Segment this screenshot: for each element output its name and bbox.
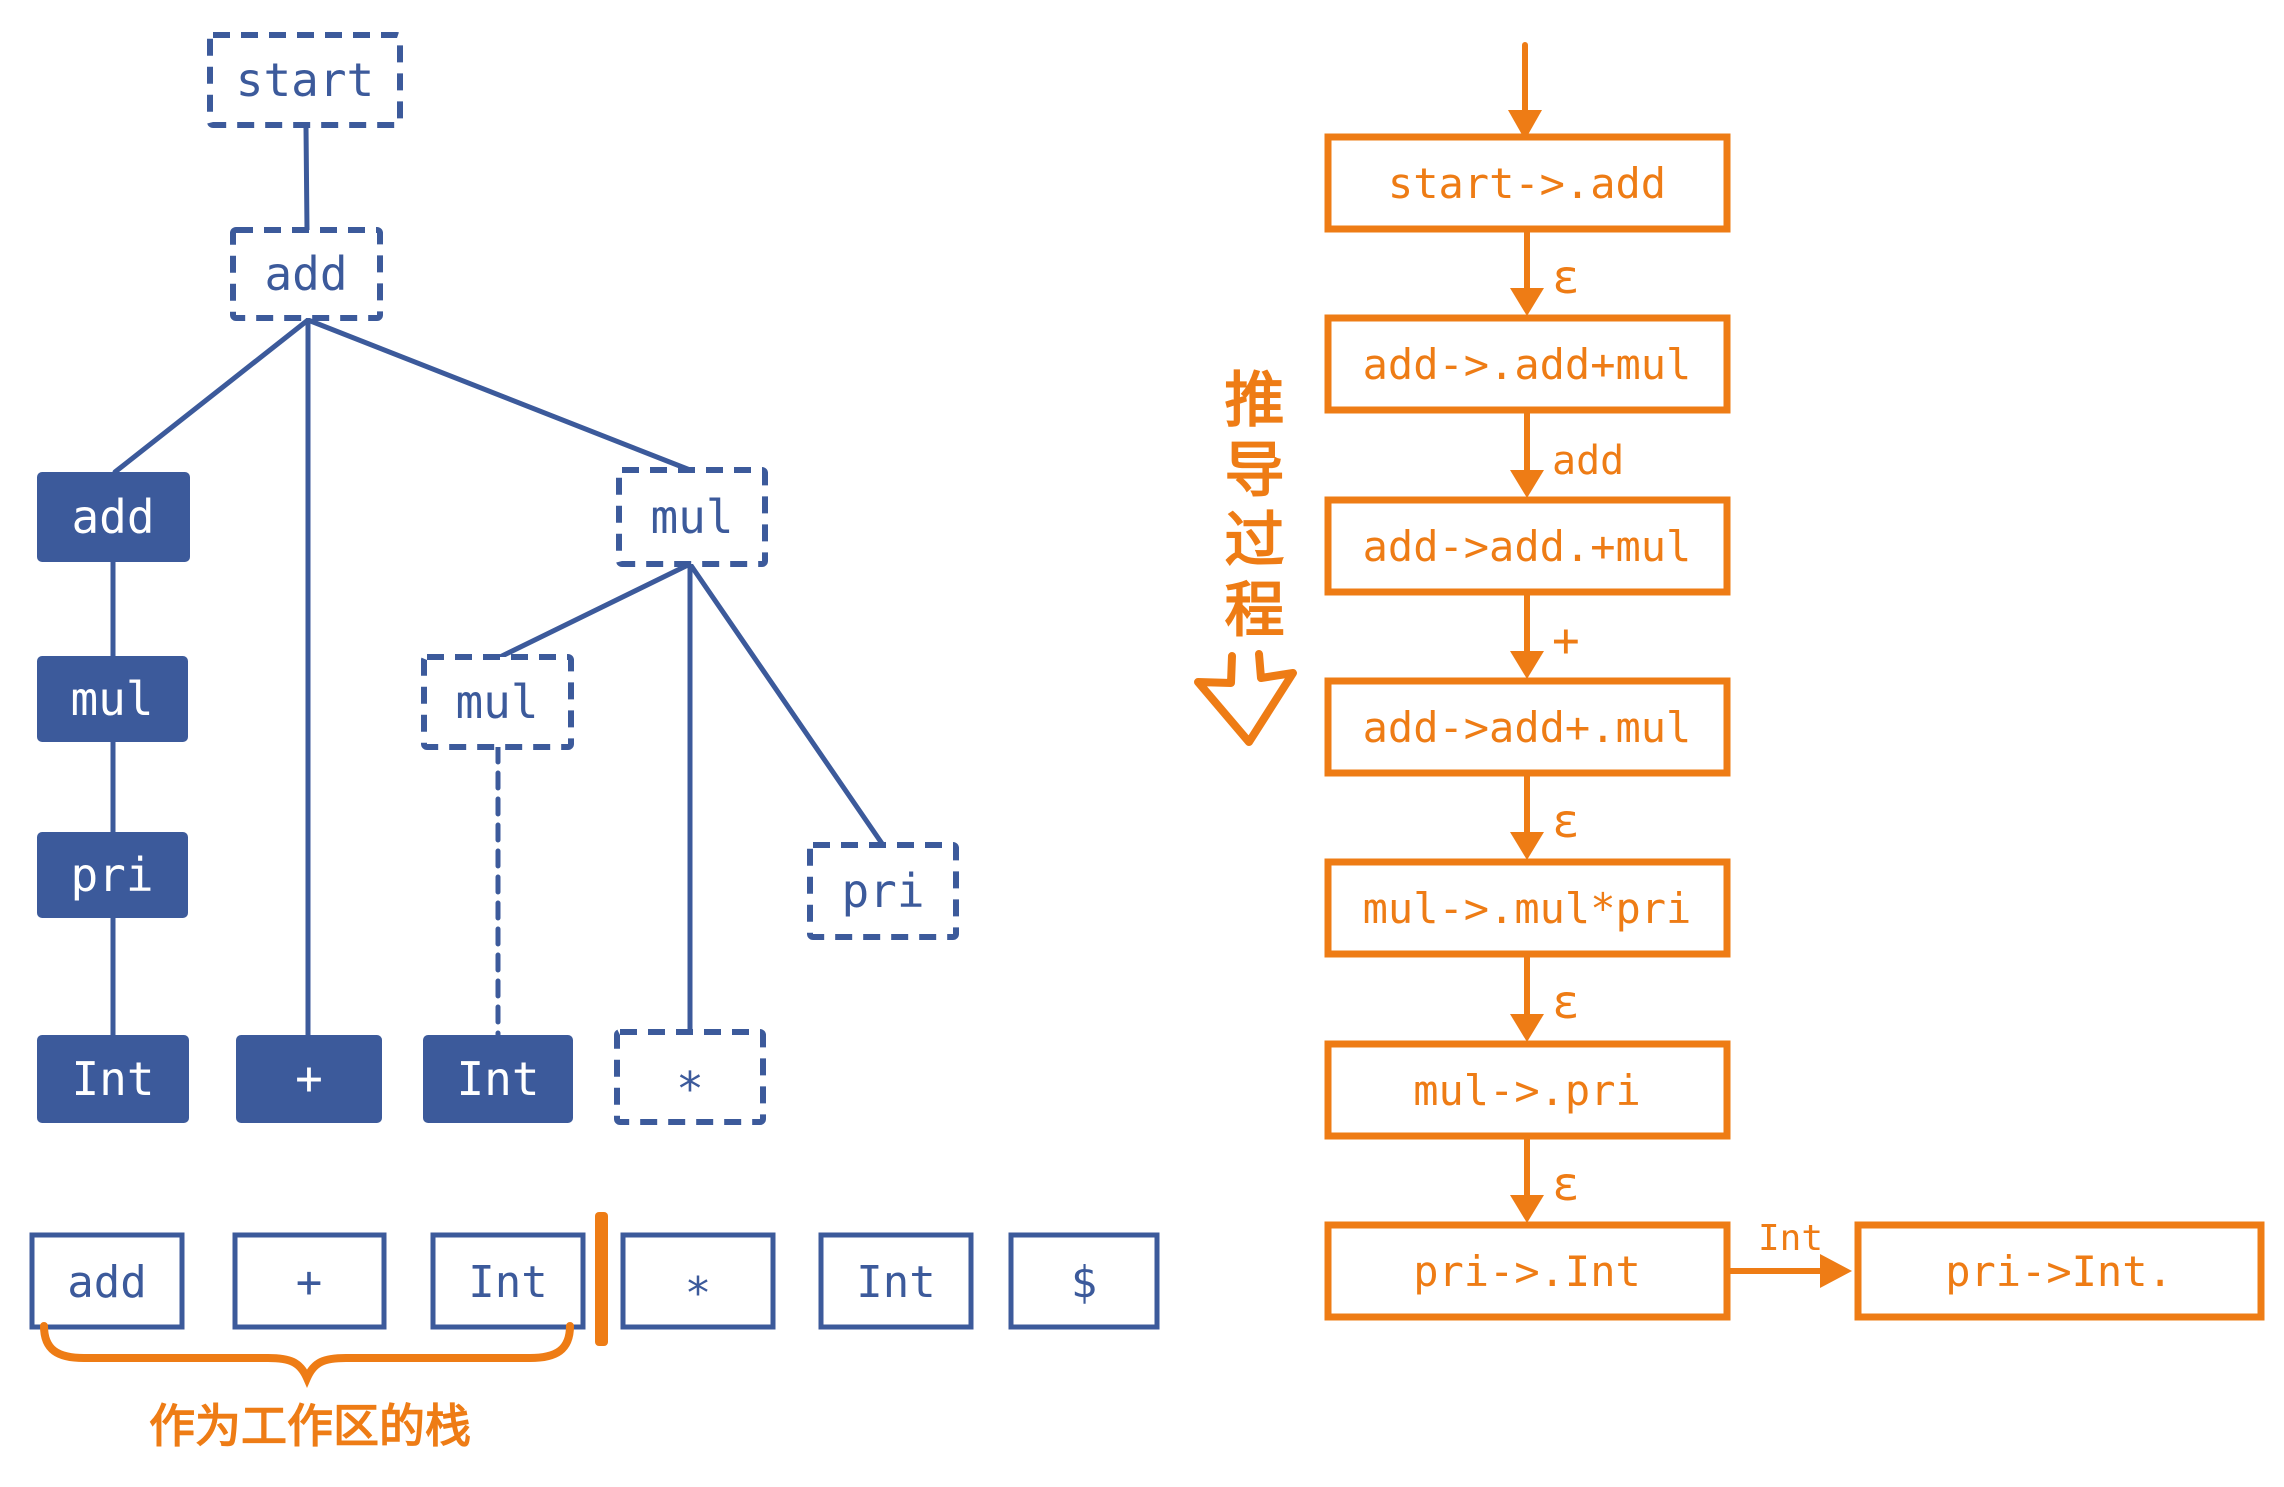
tree-node-priright-box [807,842,959,940]
stack-divider [595,1212,608,1346]
tree-node-start-label: start [236,53,374,107]
derivation-down-arrow-icon [1194,650,1297,746]
tree-node-mulleft-label: mul [70,672,153,726]
tree-node-star-box [614,1029,766,1125]
tree-node-plus-box [236,1035,382,1123]
flow-step-box-2 [1324,496,1731,596]
flow-step-label-4: mul->.mul*pri [1363,884,1692,933]
tree-node-mulright-label: mul [650,490,733,544]
tree-node-intmid-box [423,1035,573,1123]
stack-brace [40,1322,574,1388]
stack-caption: 作为工作区的栈 [149,1399,471,1453]
tree-edge-start-add [303,124,310,233]
flow-step-label-0: start->.add [1388,159,1666,208]
stack-cell-label: add [67,1257,146,1308]
flow-edge-label-0: ε [1552,250,1580,304]
flow-entry-arrow [1508,42,1542,140]
flow-edge-label-1: add [1552,438,1624,484]
tree-node-addroot-box [230,227,383,321]
tree-node-start-box [207,32,403,128]
stack-cell-box-int2 [818,1232,974,1330]
tree-node-plus-label: + [295,1051,323,1105]
flow-step-label-1: add->.add+mul [1363,340,1692,389]
flow-arrowhead-1 [1510,470,1544,498]
flow-edge-label-2: + [1552,613,1580,667]
stack-cell-box-int1 [430,1232,586,1330]
flow-edge-label-4: ε [1552,975,1580,1029]
tree-edge-add-addchild [112,317,311,475]
flow-step-label-3: add->add+.mul [1363,703,1692,752]
stack-cell-label: + [296,1257,323,1308]
flow-step-label-5: mul->.pri [1413,1066,1641,1115]
tree-node-mulleft-box [37,656,188,742]
tree-edge-mulright-priright [687,561,886,848]
flow-side-arrow [1724,1254,1852,1288]
flow-step-box-3 [1324,677,1731,777]
flow-edge-label-5: ε [1552,1157,1580,1211]
flow-step-box-final [1854,1221,2265,1321]
tree-node-intmid-label: Int [456,1052,539,1106]
stack-cell-box-add [29,1232,185,1330]
tree-node-addchild-label: add [71,490,154,544]
derivation-vertical-label: 推导过程 [1214,368,1284,648]
tree-node-prileft-box [37,832,188,918]
tree-node-mulright-box [616,467,768,567]
stack-cell-box-plus [232,1232,387,1330]
stack-cell-box-star [620,1232,776,1330]
tree-node-intleft-label: Int [71,1052,154,1106]
tree-node-addchild-box [37,472,190,562]
stack-cell-label: * [685,1268,712,1319]
flow-arrowhead-5 [1510,1195,1544,1223]
flow-arrowhead-4 [1510,1014,1544,1042]
stack-cell-label: Int [468,1257,547,1308]
tree-node-mulmid-label: mul [455,675,538,729]
tree-edge-mulright-mulmid [497,561,693,660]
flow-arrowhead-3 [1510,832,1544,860]
stack-cell-label: $ [1071,1257,1098,1308]
tree-node-mulmid-box [421,654,574,750]
flow-step-box-0 [1324,133,1731,233]
flow-arrowhead-0 [1510,288,1544,316]
tree-node-intleft-box [37,1035,189,1123]
tree-node-star-label: * [676,1062,704,1116]
flow-arrowhead-2 [1510,651,1544,679]
flow-step-box-6 [1324,1221,1731,1321]
flow-step-label-final: pri->Int. [1945,1247,2173,1296]
flow-side-arrow-label: Int [1758,1218,1823,1259]
tree-node-addroot-label: add [264,247,347,301]
flow-edge-label-3: ε [1552,794,1580,848]
tree-node-priright-label: pri [841,864,924,918]
stack-cell-label: Int [856,1257,935,1308]
flow-step-label-6: pri->.Int [1413,1247,1641,1296]
stack-cell-box-dollar [1008,1232,1160,1330]
tree-edge-add-mulright [305,317,693,473]
tree-node-prileft-label: pri [70,848,153,902]
flow-step-label-2: add->add.+mul [1363,522,1692,571]
